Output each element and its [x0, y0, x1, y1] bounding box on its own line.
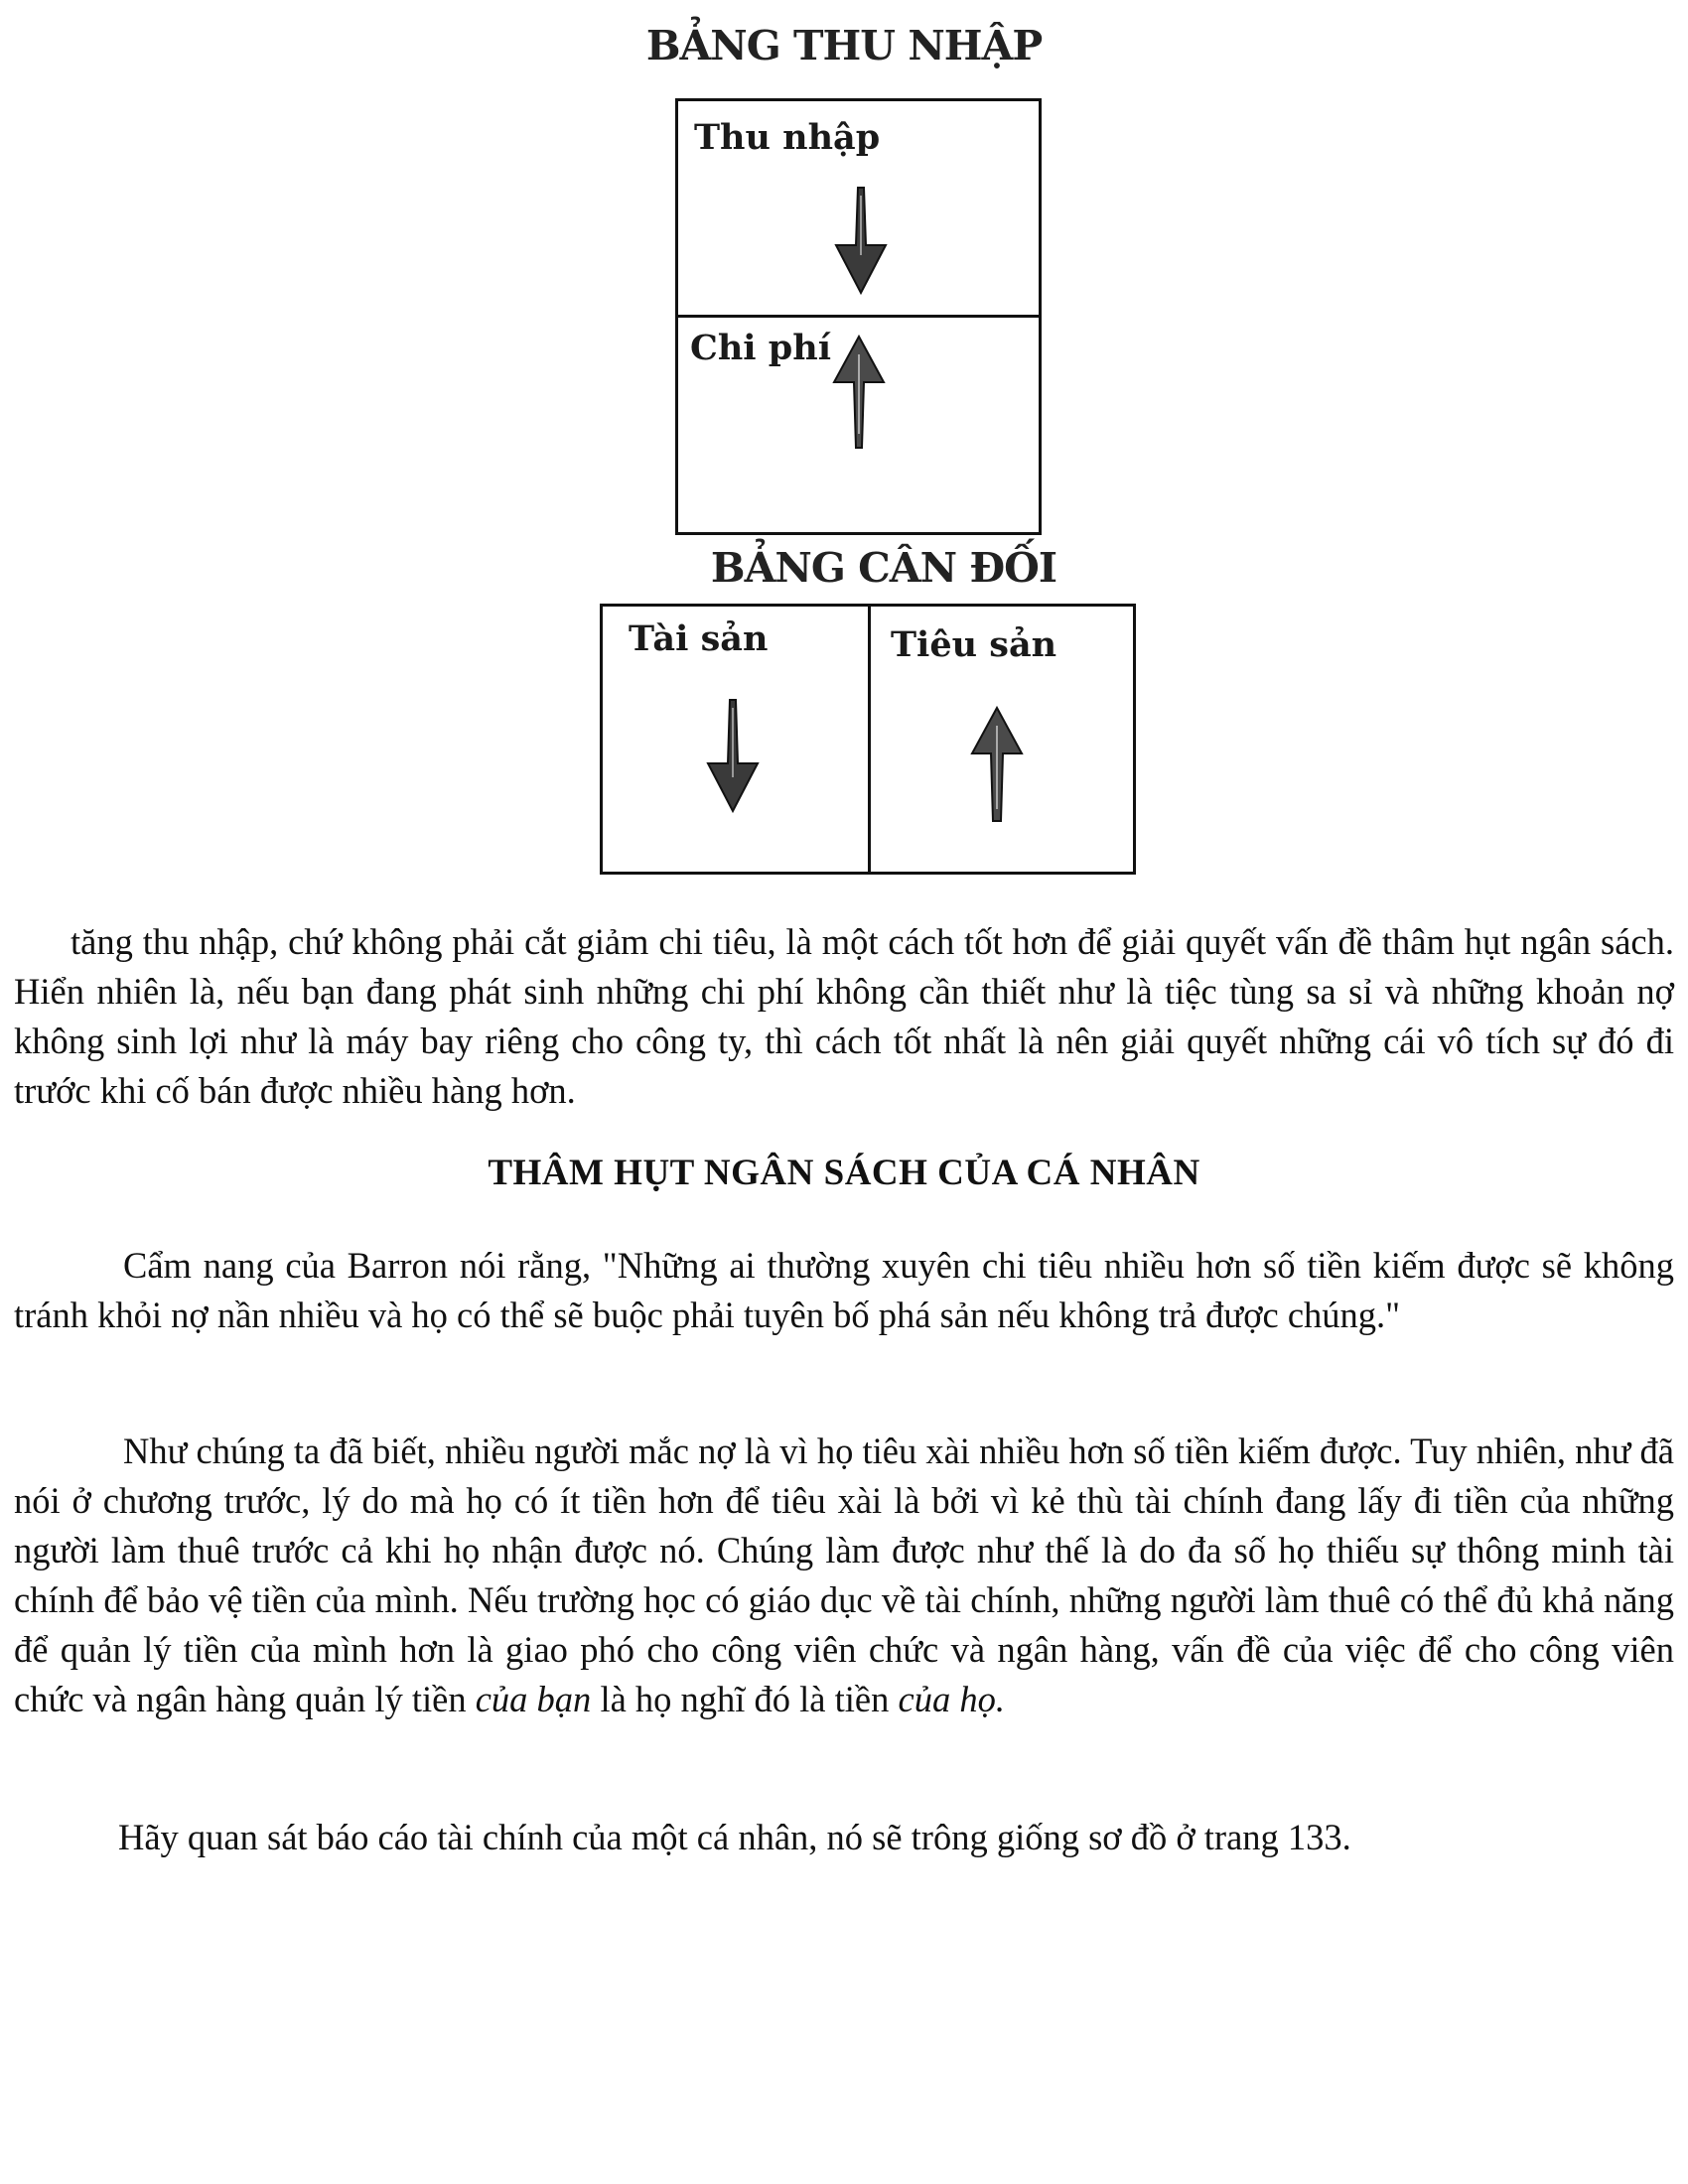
- paragraph-2: Cẩm nang của Barron nói rằng, "Những ai …: [14, 1245, 1674, 1335]
- income-label: Thu nhập: [694, 117, 881, 158]
- income-statement-title: BẢNG THU NHẬP: [645, 22, 1043, 69]
- paragraph-3-text: Như chúng ta đã biết, nhiều người mắc nợ…: [14, 1431, 1674, 1719]
- paragraph-1: tăng thu nhập, chứ không phải cắt giảm c…: [14, 921, 1674, 1111]
- paragraph-3-text-mid: là họ nghĩ đó là tiền: [591, 1679, 899, 1719]
- paragraph-3: Như chúng ta đã biết, nhiều người mắc nợ…: [14, 1427, 1674, 1724]
- balance-divider: [868, 607, 871, 872]
- paragraph-3-emphasis-1: của bạn: [475, 1679, 592, 1719]
- income-divider: [678, 315, 1039, 318]
- down-arrow-icon: [706, 699, 760, 814]
- up-arrow-icon: [970, 706, 1024, 822]
- balance-sheet-box: Tài sản Tiêu sản: [600, 604, 1136, 875]
- liabilities-label: Tiêu sản: [891, 624, 1057, 665]
- balance-sheet-title: BẢNG CÂN ĐỐI: [710, 544, 1057, 592]
- income-bottom-space: [678, 531, 1039, 532]
- paragraph-3-emphasis-2: của họ.: [898, 1679, 1005, 1719]
- up-arrow-icon: [832, 335, 886, 449]
- paragraph-4: Hãy quan sát báo cáo tài chính của một c…: [118, 1817, 1351, 1857]
- down-arrow-icon: [834, 187, 888, 296]
- assets-label: Tài sản: [629, 618, 769, 659]
- expense-label: Chi phí: [690, 328, 831, 368]
- income-statement-box: Thu nhập Chi phí: [675, 98, 1042, 535]
- section-heading: THÂM HỤT NGÂN SÁCH CỦA CÁ NHÂN: [488, 1153, 1200, 1193]
